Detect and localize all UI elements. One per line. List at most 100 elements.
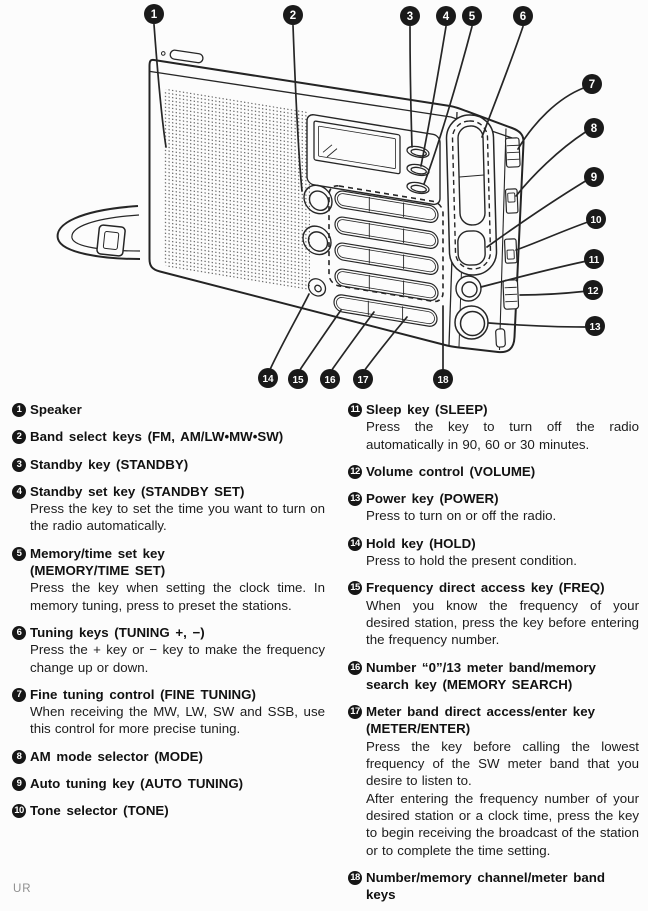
item-description: Press to hold the present condition. [366, 553, 577, 569]
legend-item-band-select: 2 Band select keys (FM, AM/LW•MW•SW) [12, 428, 325, 445]
item-title: Speaker [30, 402, 82, 417]
callout-badge: 10 [12, 804, 26, 819]
callout-badge: 6 [12, 625, 26, 640]
lcd-screen [313, 120, 401, 175]
item-description: Press the key when setting the clock tim… [30, 580, 325, 613]
carry-strap [56, 205, 141, 260]
callout-markers: 1 2 3 4 5 6 7 8 9 10 11 12 13 14 15 16 1… [144, 4, 606, 389]
item-title: Power key (POWER) [366, 491, 499, 507]
page-code: UR [13, 883, 32, 895]
svg-text:16: 16 [324, 375, 336, 386]
callout-badge: 17 [348, 705, 362, 720]
callout-18: 18 [433, 369, 453, 389]
legend-item-freq: 15 Frequency direct access key (FREQ) Wh… [348, 579, 639, 648]
svg-text:4: 4 [443, 11, 450, 23]
item-title: Meter band direct access/enter key [366, 704, 595, 720]
callout-17: 17 [353, 369, 373, 389]
leader-lines [153, 23, 588, 370]
item-title: Memory/time set key [30, 545, 165, 561]
callout-3: 3 [400, 6, 420, 26]
callout-badge: 12 [348, 464, 362, 479]
item-description: Press to turn on or off the radio. [366, 508, 557, 524]
legend-item-volume: 12 Volume control (VOLUME) [348, 463, 639, 480]
item-title: Sleep key (SLEEP) [366, 402, 488, 417]
legend-item-fine-tuning: 7 Fine tuning control (FINE TUNING) When… [12, 686, 325, 738]
item-description: Press the + key or − key to make the fre… [30, 642, 325, 675]
callout-16: 16 [320, 369, 340, 389]
item-title: Band select keys (FM, AM/LW•MW•SW) [30, 429, 284, 445]
callout-badge: 18 [348, 870, 362, 885]
item-title: Fine tuning control (FINE TUNING) [30, 686, 256, 702]
volume-wheel [502, 279, 520, 310]
legend-item-sleep: 11 Sleep key (SLEEP) Press the key to tu… [348, 401, 639, 453]
item-description: After entering the frequency number of y… [366, 790, 639, 858]
legend-item-power: 13 Power key (POWER) Press to turn on or… [348, 490, 639, 525]
legend-item-tuning: 6 Tuning keys (TUNING +, −) Press the + … [12, 624, 325, 676]
legend-item-tone: 10 Tone selector (TONE) [12, 802, 325, 819]
item-title: Standby key (STANDBY) [30, 456, 189, 472]
legend-item-speaker: 1 Speaker [12, 401, 325, 418]
legend-item-meter-enter: 17 Meter band direct access/enter key (M… [348, 703, 639, 859]
callout-1: 1 [144, 4, 164, 24]
callout-8: 8 [584, 118, 604, 138]
svg-text:14: 14 [262, 374, 274, 385]
svg-text:5: 5 [469, 11, 476, 23]
callout-2: 2 [283, 5, 303, 25]
callout-4: 4 [436, 6, 456, 26]
svg-text:8: 8 [591, 123, 598, 135]
callout-badge: 7 [12, 687, 26, 702]
svg-text:15: 15 [292, 375, 304, 386]
number-keypad [328, 185, 444, 327]
callout-badge: 14 [348, 536, 362, 551]
tone-switch [503, 238, 518, 264]
callout-badge: 15 [348, 581, 362, 596]
svg-text:2: 2 [290, 10, 296, 22]
item-title: Hold key (HOLD) [366, 535, 476, 551]
power-knob [454, 305, 489, 340]
display-panel [306, 114, 441, 206]
radio-illustration: 1 2 3 4 5 6 7 8 9 10 11 12 13 14 15 16 1… [56, 4, 606, 389]
item-title-line2: (MEMORY/TIME SET) [30, 563, 166, 579]
svg-text:17: 17 [357, 375, 369, 386]
item-description: When you know the frequency of your desi… [366, 597, 639, 648]
callout-badge: 9 [12, 777, 26, 792]
item-title: Number/memory channel/meter band [366, 869, 605, 885]
tuning-rocker [445, 114, 498, 276]
legend: 1 Speaker 2 Band select keys (FM, AM/LW•… [0, 394, 648, 911]
svg-text:9: 9 [591, 172, 597, 184]
callout-12: 12 [583, 280, 603, 300]
jack-cover [495, 328, 506, 348]
item-title: Tone selector (TONE) [30, 803, 169, 819]
item-title: Number “0”/13 meter band/memory [366, 659, 596, 675]
item-description: Press the key to set the time you want t… [30, 501, 325, 534]
legend-item-memory-time-set: 5 Memory/time set key (MEMORY/TIME SET) … [12, 545, 325, 614]
callout-9: 9 [584, 167, 604, 187]
callout-badge: 11 [348, 403, 362, 417]
callout-badge: 4 [12, 484, 26, 499]
legend-item-standby: 3 Standby key (STANDBY) [12, 456, 325, 473]
legend-item-standby-set: 4 Standby set key (STANDBY SET) Press th… [12, 483, 325, 535]
auto-tuning-key [457, 230, 486, 266]
item-title: Volume control (VOLUME) [366, 463, 536, 479]
callout-15: 15 [288, 369, 308, 389]
callout-10: 10 [586, 209, 606, 229]
hold-button [307, 278, 327, 297]
item-title-line2: keys [366, 887, 396, 903]
band-select-knobs [302, 184, 333, 256]
svg-text:13: 13 [589, 322, 601, 333]
callout-11: 11 [584, 249, 604, 269]
legend-column-left: 1 Speaker 2 Band select keys (FM, AM/LW•… [12, 401, 325, 911]
legend-column-right: 11 Sleep key (SLEEP) Press the key to tu… [348, 401, 639, 911]
item-title-line2: search key (MEMORY SEARCH) [366, 676, 573, 692]
mode-switch [504, 188, 519, 214]
callout-7: 7 [582, 74, 602, 94]
legend-item-am-mode: 8 AM mode selector (MODE) [12, 748, 325, 765]
svg-text:10: 10 [590, 215, 602, 226]
item-title: Frequency direct access key (FREQ) [366, 580, 605, 596]
callout-13: 13 [585, 316, 605, 336]
item-description: When receiving the MW, LW, SW and SSB, u… [30, 704, 325, 737]
svg-text:7: 7 [589, 79, 595, 91]
item-title-line2: (METER/ENTER) [366, 721, 471, 737]
callout-badge: 8 [12, 749, 26, 764]
callout-badge: 1 [12, 403, 26, 417]
